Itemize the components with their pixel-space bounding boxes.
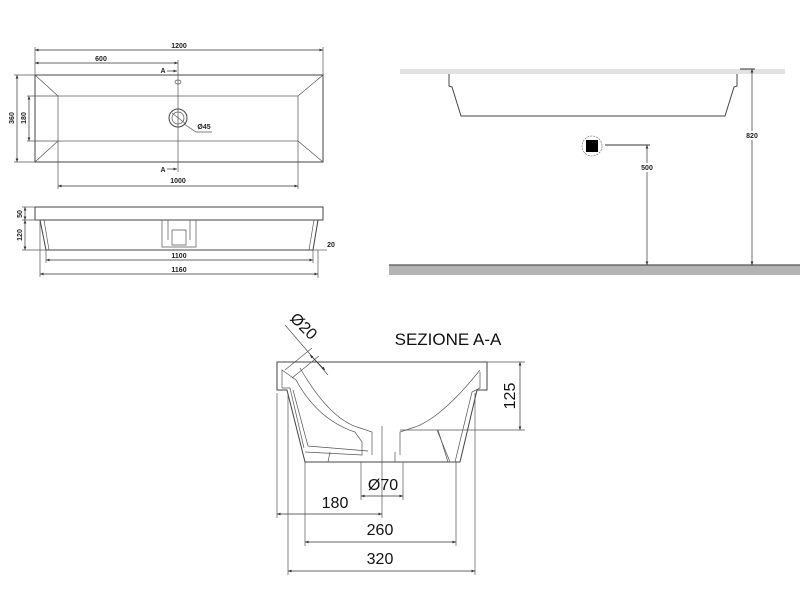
dim-bottom-length: 1100 (171, 253, 186, 260)
overflow-hole (174, 79, 182, 85)
dim-depth: 125 (502, 383, 519, 410)
dim-drain: Ø70 (368, 477, 398, 494)
section-view: SEZIONE A-A Ø20 125 Ø70 180 260 320 (276, 310, 525, 575)
dim-depth: 360 (9, 112, 16, 124)
dim-overflow: Ø20 (286, 310, 319, 343)
dim-center: 180 (322, 495, 349, 512)
drain-front (161, 220, 197, 248)
top-view: Ø45 A A 1200 600 360 180 1000 (9, 43, 324, 189)
drain-diameter-label: Ø45 (197, 124, 210, 131)
basin-outline-top (34, 74, 324, 163)
drain-outlet-icon (581, 135, 603, 157)
dim-offset: 20 (327, 242, 335, 249)
dim-basin-length: 1160 (171, 267, 186, 274)
dim-slab: 50 (17, 210, 24, 218)
front-view: 50 120 20 1100 1160 (17, 206, 335, 278)
drain-icon (168, 108, 188, 128)
section-outline (276, 361, 488, 463)
section-title: SEZIONE A-A (395, 330, 502, 349)
floor (389, 265, 800, 275)
section-mark-bottom: A (160, 167, 165, 174)
section-mark-top: A (160, 68, 165, 75)
countertop (400, 69, 785, 74)
dim-inner-depth: 180 (21, 112, 28, 124)
basin-install (448, 74, 738, 117)
dim-half: 600 (95, 56, 107, 63)
basin-slab (34, 206, 324, 221)
basin-body (39, 219, 319, 251)
install-view: 820 500 820 (389, 68, 800, 275)
dim-drain-height-label: 500 (641, 165, 653, 172)
dim-inner-length: 1000 (170, 178, 186, 185)
dim-base: 260 (367, 522, 394, 539)
dim-length: 1200 (171, 43, 187, 50)
dim-width: 320 (367, 551, 394, 568)
dim-total-height: 820 (746, 133, 758, 140)
dim-basin-height: 120 (17, 229, 24, 241)
